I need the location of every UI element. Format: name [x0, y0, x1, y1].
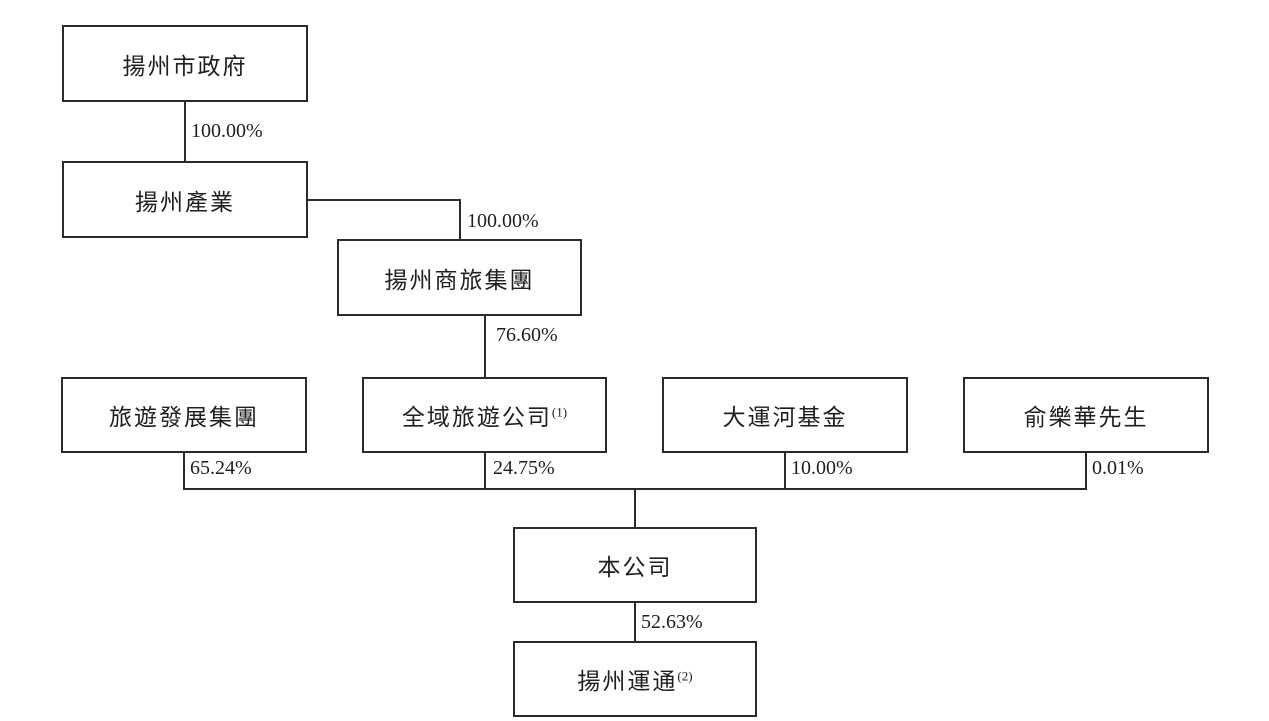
- ownership-pct-industry-shanglv: 100.00%: [467, 210, 539, 232]
- connector-line-industry-shanglv-vertical: [459, 199, 461, 239]
- connector-line-fazhan-drop: [183, 453, 185, 488]
- connector-line-quanyu-drop: [484, 453, 486, 488]
- connector-line-gov-industry: [184, 102, 186, 161]
- node-grand-canal-fund: 大運河基金: [662, 377, 908, 453]
- node-label: 俞樂華先生: [1023, 405, 1149, 430]
- footnote-marker-1: (1): [551, 404, 568, 420]
- ownership-pct-company-yuntong: 52.63%: [641, 611, 703, 633]
- node-quanyu-tourism-company: 全域旅遊公司(1): [362, 377, 607, 453]
- connector-line-company-yuntong: [634, 603, 636, 641]
- node-yangzhou-government: 揚州市政府: [62, 25, 308, 102]
- node-the-company: 本公司: [513, 527, 757, 603]
- connector-line-industry-shanglv-horizontal: [308, 199, 461, 201]
- node-label: 全域旅遊公司(1): [401, 404, 568, 430]
- node-label: 揚州商旅集團: [384, 267, 535, 293]
- node-label: 揚州市政府: [122, 53, 248, 79]
- node-mr-yu-lehua: 俞樂華先生: [963, 377, 1209, 453]
- ownership-pct-dayunhe-company: 10.00%: [791, 457, 853, 479]
- connector-line-bus-company: [634, 488, 636, 527]
- node-label: 揚州產業: [135, 189, 235, 215]
- node-label: 揚州運通(2): [577, 668, 693, 694]
- node-yangzhou-yuntong: 揚州運通(2): [513, 641, 757, 717]
- footnote-marker-2: (2): [677, 668, 693, 684]
- ownership-pct-shanglv-quanyu: 76.60%: [496, 324, 558, 346]
- node-tourism-development-group: 旅遊發展集團: [61, 377, 307, 453]
- ownership-pct-quanyu-company: 24.75%: [493, 457, 555, 479]
- connector-line-yulehua-drop: [1085, 453, 1087, 488]
- node-label: 本公司: [597, 555, 673, 580]
- node-label: 大運河基金: [722, 405, 848, 430]
- node-label: 旅遊發展集團: [109, 405, 259, 430]
- node-yangzhou-business-travel-group: 揚州商旅集團: [337, 239, 582, 316]
- ownership-pct-gov-industry: 100.00%: [191, 120, 263, 142]
- node-yangzhou-industry: 揚州產業: [62, 161, 308, 238]
- ownership-pct-yulehua-company: 0.01%: [1092, 457, 1144, 479]
- connector-line-dayunhe-drop: [784, 453, 786, 488]
- connector-line-shanglv-quanyu: [484, 316, 486, 377]
- ownership-pct-fazhan-company: 65.24%: [190, 457, 252, 479]
